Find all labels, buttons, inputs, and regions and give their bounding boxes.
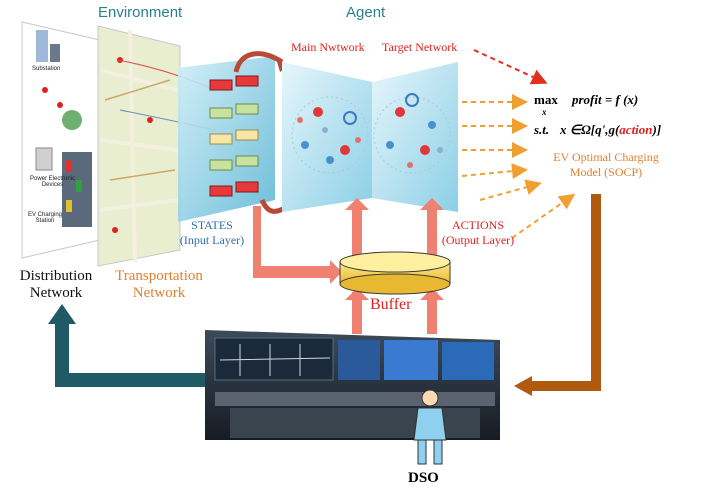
state-neurons (209, 75, 259, 197)
target-network-panel (372, 62, 458, 212)
main-network-label: Main Nwtwork (291, 40, 365, 54)
data-flow-arrows (253, 198, 444, 334)
equation-max: max (534, 92, 558, 107)
main-network-panel (282, 62, 372, 212)
actions-label: ACTIONS (Output Layer) (441, 218, 515, 247)
distribution-network-label: Distribution Network (19, 268, 93, 301)
equation-st: s.t. (534, 122, 550, 137)
buffer-cylinder (339, 251, 451, 295)
ev-station-label: EV Charging Station (28, 212, 63, 224)
substation-icon (36, 30, 48, 62)
brown-feedback-arrow (530, 194, 601, 391)
environment-label: Environment (98, 4, 183, 21)
states-label: STATES (Input Layer) (179, 218, 245, 247)
substation-label: Substation (32, 66, 61, 72)
target-dashed-arrow (473, 49, 548, 85)
equation-max-subscript: x (542, 107, 547, 117)
output-arrows (461, 94, 576, 239)
transportation-network-label: Transportation Network (115, 268, 203, 301)
equation-constraint: x ∈Ω[q',g(action)] (560, 122, 662, 137)
curved-arrow-top (233, 51, 284, 73)
ev-model-label: EV Optimal Charging Model (SOCP) (553, 150, 659, 179)
input-layer-panel (178, 56, 275, 222)
distribution-network-panel (21, 21, 101, 259)
equation-objective: profit = f (x) (572, 92, 639, 107)
teal-feedback-arrow (55, 322, 205, 387)
target-network-label: Target Network (382, 40, 458, 54)
agent-label: Agent (346, 4, 386, 21)
dso-label: DSO (408, 470, 439, 486)
dso-person-icon (413, 389, 447, 465)
control-room-image (205, 330, 500, 440)
transportation-map-panel (97, 25, 216, 267)
power-electronic-label: Power Electronic Devices (30, 176, 76, 188)
buffer-label: Buffer (370, 296, 412, 313)
